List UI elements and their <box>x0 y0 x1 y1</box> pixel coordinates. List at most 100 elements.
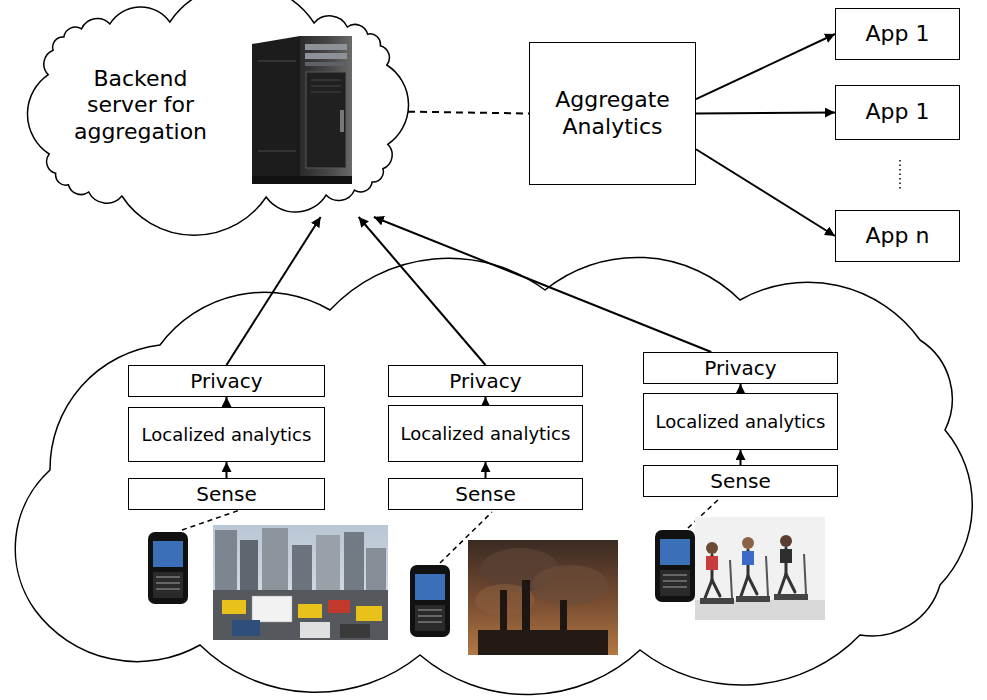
phone-icon <box>156 588 180 590</box>
app-box: App n <box>835 210 960 262</box>
dashed-link <box>408 112 529 114</box>
traffic-photo <box>213 525 388 640</box>
app-box: App 1 <box>835 85 960 140</box>
traffic-photo <box>240 540 258 590</box>
flow-arrow <box>359 217 486 365</box>
analytics-box: Localized analytics <box>643 393 838 450</box>
flow-arrow <box>696 149 835 236</box>
server-illustration <box>252 36 352 184</box>
gym-photo <box>700 598 734 604</box>
pollution-photo <box>468 540 618 655</box>
phone-icon <box>148 532 188 604</box>
phone-icon <box>660 570 690 596</box>
flow-arrow <box>227 217 321 365</box>
server-illustration <box>305 44 347 50</box>
gym-photo <box>766 556 768 596</box>
traffic-photo <box>215 530 237 590</box>
phone-icon <box>415 574 445 600</box>
gym-photo <box>730 560 732 598</box>
gym-photo <box>780 549 792 563</box>
analytics-box: Localized analytics <box>128 407 325 462</box>
node-label: Localized analytics <box>142 424 312 446</box>
pollution-photo <box>468 540 618 655</box>
gym-photo <box>804 554 806 594</box>
server-illustration <box>300 36 352 184</box>
node-label: Privacy <box>704 356 776 380</box>
traffic-photo <box>340 624 370 638</box>
node-label: App 1 <box>866 99 930 125</box>
flow-arrow <box>740 450 742 465</box>
gym-photo <box>741 576 748 596</box>
privacy-box: Privacy <box>128 365 325 397</box>
ellipsis-dots <box>899 160 901 190</box>
gym-photo <box>705 548 795 598</box>
server-illustration <box>252 36 300 184</box>
phone-icon <box>663 586 687 588</box>
device-cloud <box>15 257 972 694</box>
node-label: App n <box>866 223 930 249</box>
cloud-outline <box>28 2 408 217</box>
privacy-box: Privacy <box>643 352 838 384</box>
traffic-photo <box>213 525 388 640</box>
node-label: App 1 <box>866 21 930 47</box>
flow-arrow <box>226 462 228 478</box>
flow-arrow <box>374 217 711 352</box>
server-illustration <box>340 110 344 132</box>
gym-photo <box>742 551 754 565</box>
phone-icon <box>663 580 687 582</box>
flow-arrow <box>485 462 487 478</box>
flow-arrow <box>696 113 835 114</box>
node-label: Backend server for aggregation <box>58 2 223 145</box>
phone-icon <box>410 565 450 637</box>
phone-icon <box>415 605 445 631</box>
gym-photo <box>774 594 808 600</box>
traffic-photo <box>252 596 292 622</box>
privacy-box: Privacy <box>388 365 583 397</box>
phone-icon <box>655 530 695 602</box>
phone-icon <box>418 609 442 611</box>
gym-photo <box>786 574 795 592</box>
pollution-photo <box>478 630 608 655</box>
phone-icon <box>663 574 687 576</box>
server-illustration <box>258 60 296 62</box>
traffic-photo <box>262 528 288 590</box>
cloud-outline-path <box>27 0 408 235</box>
node-label: Aggregate Analytics <box>535 87 690 140</box>
server-illustration <box>305 53 347 59</box>
analytics-box: Aggregate Analytics <box>529 42 696 185</box>
gym-photo <box>748 576 757 594</box>
traffic-photo <box>232 620 260 636</box>
node-label: Sense <box>196 482 256 506</box>
server-illustration <box>306 72 346 168</box>
traffic-photo <box>213 590 388 640</box>
gym-photo <box>712 580 720 596</box>
phone-icon <box>153 572 183 598</box>
phone-icon <box>156 576 180 578</box>
phone-icon <box>410 565 450 637</box>
server-cloud: Backend server for aggregation <box>28 2 408 217</box>
traffic-photo <box>222 600 246 614</box>
server-illustration <box>258 150 296 152</box>
gym-photo <box>695 517 825 620</box>
sense-box: Sense <box>388 478 583 510</box>
traffic-photo <box>328 600 350 613</box>
traffic-photo <box>292 545 312 590</box>
server-illustration <box>311 92 341 93</box>
phone-icon <box>418 615 442 617</box>
gym-photo <box>780 535 792 547</box>
node-label: Localized analytics <box>401 423 571 445</box>
traffic-photo <box>344 532 364 590</box>
server-illustration <box>311 86 341 87</box>
analytics-box: Localized analytics <box>388 405 583 462</box>
gym-photo <box>706 556 718 570</box>
traffic-photo <box>356 606 382 621</box>
app-box: App 1 <box>835 8 960 60</box>
node-label: Privacy <box>190 369 262 393</box>
traffic-photo <box>298 604 322 618</box>
gym-photo <box>736 596 770 602</box>
sense-box: Sense <box>128 478 325 510</box>
node-label: Localized analytics <box>656 411 826 433</box>
gym-photo <box>742 537 754 549</box>
pollution-photo <box>532 565 608 605</box>
server-illustration <box>252 176 352 184</box>
